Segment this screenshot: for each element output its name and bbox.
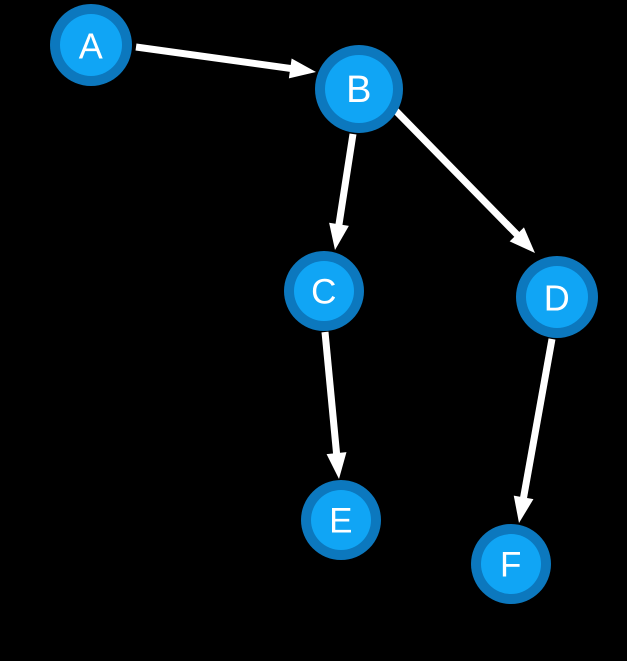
arrowhead-icon xyxy=(288,58,316,79)
arrowhead-icon xyxy=(329,222,349,250)
node-label-d: D xyxy=(544,278,571,319)
node-fill xyxy=(481,534,541,594)
edge-b-to-c[interactable] xyxy=(329,133,357,250)
arrowhead-icon xyxy=(509,227,535,253)
node-fill xyxy=(526,266,588,328)
edge-d-to-f[interactable] xyxy=(513,338,556,523)
node-fill xyxy=(294,261,354,321)
graph-node-f[interactable]: F xyxy=(471,524,551,604)
nodes-layer: A B C D E F xyxy=(50,4,598,604)
node-label-a: A xyxy=(79,26,104,67)
arrowhead-icon xyxy=(513,495,534,523)
node-label-e: E xyxy=(329,502,353,541)
graph-node-b[interactable]: B xyxy=(315,45,403,133)
graph-node-d[interactable]: D xyxy=(516,256,598,338)
edge-b-to-d[interactable] xyxy=(392,107,535,253)
node-fill xyxy=(60,14,122,76)
graph-node-c[interactable]: C xyxy=(284,251,364,331)
edges-layer xyxy=(135,43,556,523)
edge-shaft xyxy=(392,107,521,239)
node-fill xyxy=(325,55,393,123)
graph-node-a[interactable]: A xyxy=(50,4,132,86)
edge-a-to-b[interactable] xyxy=(135,43,316,79)
node-fill xyxy=(311,490,371,550)
edge-shaft xyxy=(321,331,341,456)
edge-shaft xyxy=(135,43,293,73)
edge-shaft xyxy=(519,338,556,500)
node-label-c: C xyxy=(311,273,337,312)
arrowhead-icon xyxy=(326,452,347,479)
node-label-b: B xyxy=(346,69,372,111)
edge-c-to-e[interactable] xyxy=(321,331,347,479)
graph-node-e[interactable]: E xyxy=(301,480,381,560)
node-label-f: F xyxy=(500,546,522,585)
edge-shaft xyxy=(335,133,357,227)
